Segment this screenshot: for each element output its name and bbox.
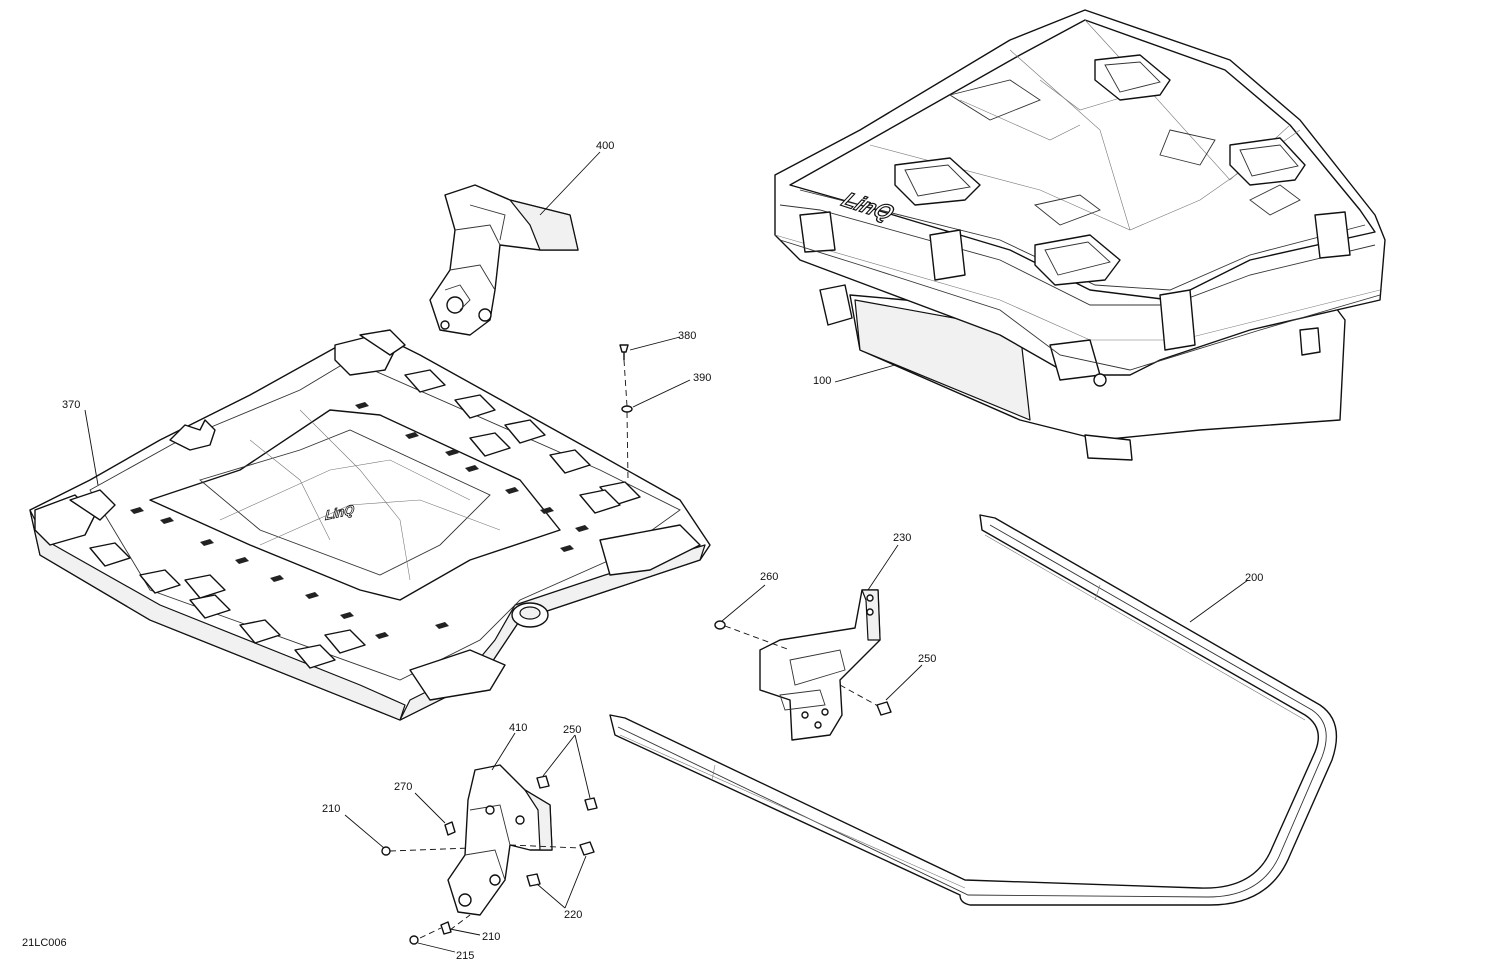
callout-400: 400 (596, 140, 614, 152)
callout-250-upper: 250 (563, 724, 581, 736)
callout-200: 200 (1245, 572, 1263, 584)
screw-210-upper (381, 846, 391, 856)
part-100-cargo-box[interactable]: LinQ (774, 9, 1386, 461)
screw-210-lower (440, 921, 452, 935)
callout-410: 410 (509, 722, 527, 734)
callout-100: 100 (813, 375, 831, 387)
leader-lines (84, 151, 1249, 953)
callout-390: 390 (693, 372, 711, 384)
callout-215: 215 (456, 950, 474, 962)
callout-210-upper: 210 (322, 803, 340, 815)
nut-220-b (526, 873, 541, 887)
callout-210-lower: 210 (482, 931, 500, 943)
part-370-base-plate[interactable]: LinQ (29, 329, 711, 721)
callout-370: 370 (62, 399, 80, 411)
nut-250-lower (584, 797, 598, 811)
callout-220: 220 (564, 909, 582, 921)
screw-380 (619, 344, 629, 353)
screw-270 (444, 821, 456, 836)
nut-250-upper (536, 775, 550, 789)
part-200-seal[interactable] (609, 514, 1338, 906)
callouts: 400 380 390 100 370 230 200 260 250 410 … (22, 140, 1263, 962)
nut-250-right (876, 701, 892, 716)
washer-390 (621, 405, 633, 413)
base-plate-slots (89, 369, 641, 669)
screw-260 (714, 620, 726, 630)
screw-215 (409, 935, 419, 945)
nut-220-a (579, 841, 595, 856)
part-230-side-bracket[interactable] (759, 589, 881, 741)
callout-230: 230 (893, 532, 911, 544)
callout-260: 260 (760, 571, 778, 583)
diagram-code: 21LC006 (22, 937, 67, 949)
hardware (381, 344, 892, 945)
base-logo: LinQ (325, 502, 355, 524)
part-410-lower-bracket[interactable] (447, 764, 553, 916)
callout-270: 270 (394, 781, 412, 793)
callout-380: 380 (678, 330, 696, 342)
part-400-bracket[interactable] (429, 184, 579, 336)
callout-250-right: 250 (918, 653, 936, 665)
